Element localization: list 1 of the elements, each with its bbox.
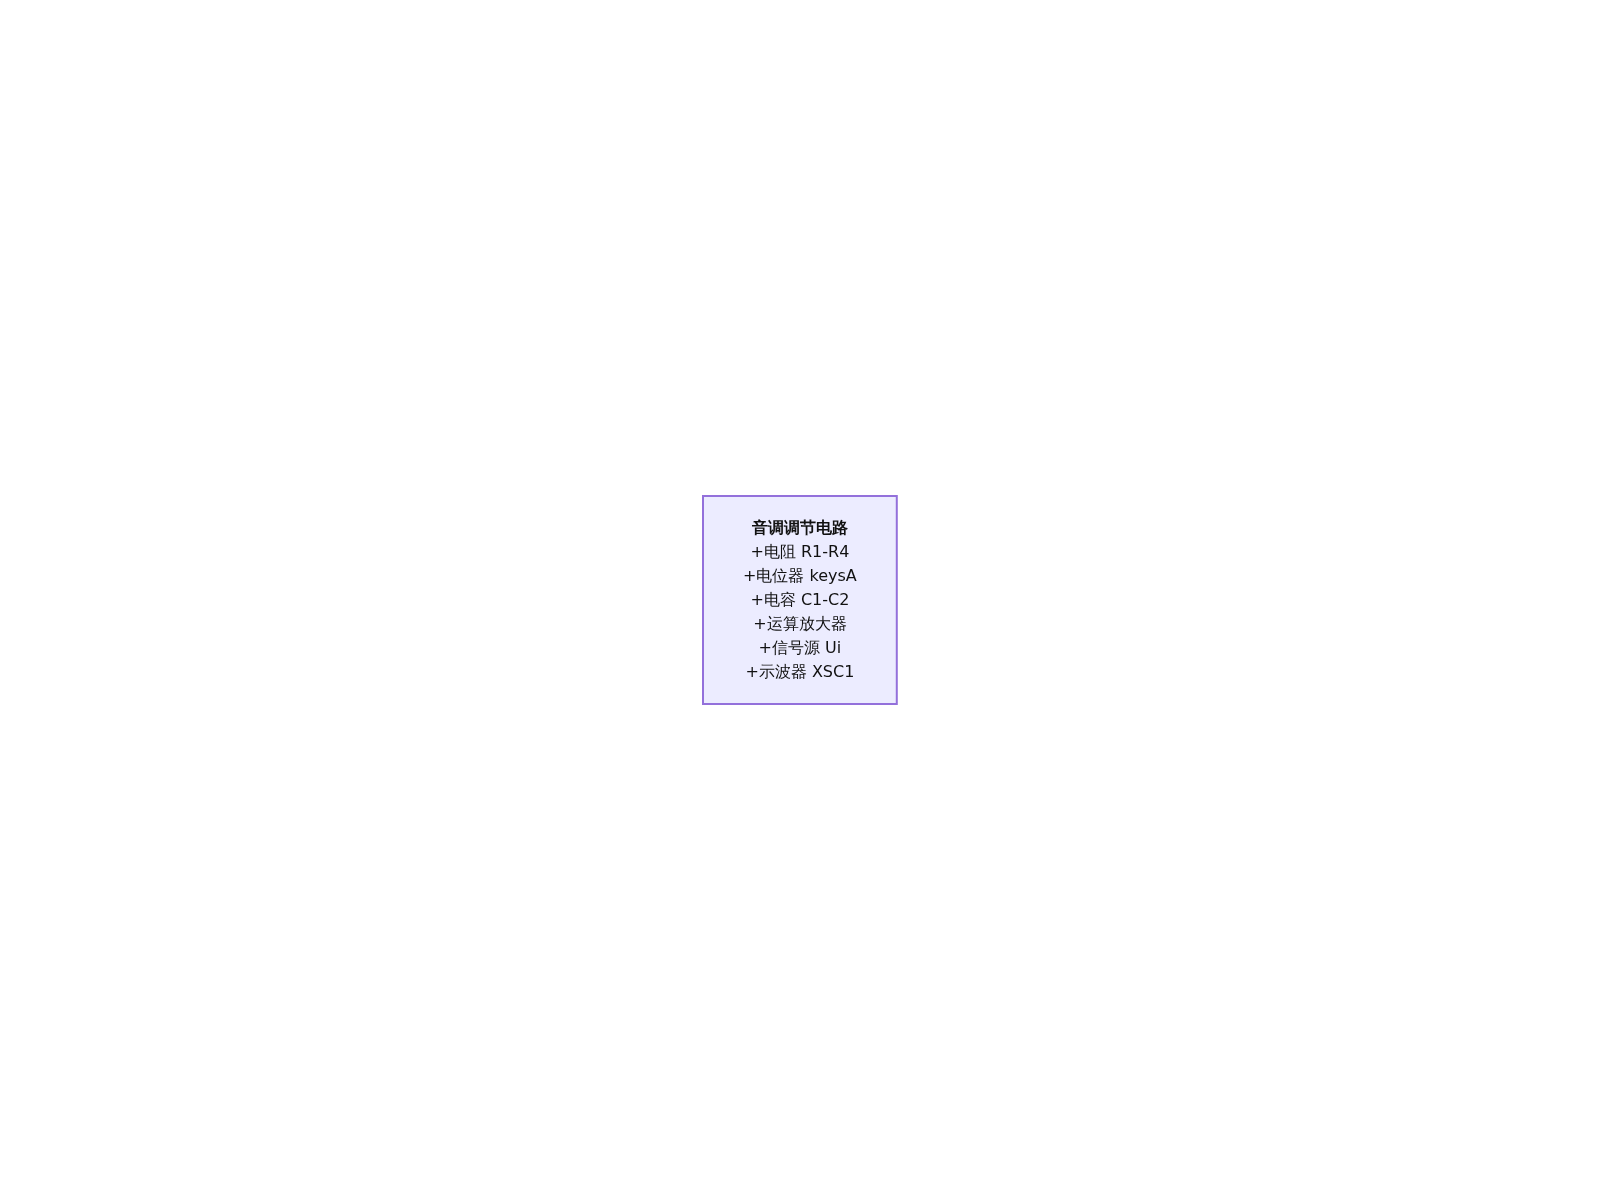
diagram: 音调调节电路 +电阻 R1-R4 +电位器 keysA +电容 C1-C2 +运算放大器 +信号源 Ui +示波器 XSC1 [0,0,1600,1200]
